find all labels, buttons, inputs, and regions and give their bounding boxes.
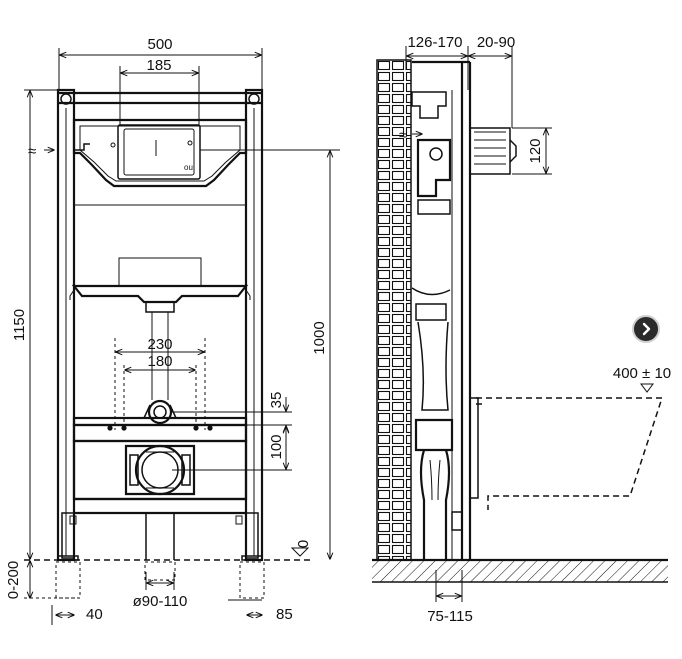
mounting-hole-left <box>60 93 72 105</box>
dim-foot-adjust: 0-200 <box>5 561 22 599</box>
dim-wall-depth: 126-170 <box>407 34 462 51</box>
mounting-hole-right <box>248 93 260 105</box>
dim-foot-offset: 40 <box>86 606 103 623</box>
water-connection <box>147 399 173 425</box>
dim-drain-setback: 75-115 <box>427 608 473 625</box>
front-view: 500 185 ou ≈ <box>5 36 340 625</box>
water-inlet-symbol: ≈ <box>28 143 36 160</box>
floor-level-marker <box>290 547 310 557</box>
dim-spacing-inner: 180 <box>147 353 172 370</box>
dim-bowl-height: 400 ± 10 <box>613 365 671 382</box>
dim-bolt-offset: 85 <box>276 606 293 623</box>
wall-hung-bowl <box>476 397 664 510</box>
chevron-right-icon <box>642 322 651 336</box>
svg-text:≈: ≈ <box>399 127 407 144</box>
actuation-housing <box>469 127 511 175</box>
dim-flush-plate-width: 185 <box>146 57 171 74</box>
flush-plate <box>117 124 201 180</box>
dim-plate-depth: 20-90 <box>477 34 515 51</box>
cistern-top <box>72 118 248 188</box>
side-view: 126-170 20-90 ≈ 120 <box>372 34 671 625</box>
dim-total-height: 1150 <box>11 309 28 341</box>
dim-frame-width: 500 <box>147 36 172 53</box>
dim-drain-diameter: ø90-110 <box>133 593 188 610</box>
dim-spacing-outer: 230 <box>147 336 172 353</box>
brick-wall <box>377 60 411 560</box>
dim-outlet-offset-1: 35 <box>268 392 285 409</box>
floor-section <box>372 560 668 582</box>
dim-outlet-offset-2: 100 <box>268 434 285 459</box>
svg-text:ou: ou <box>184 163 193 172</box>
dim-inlet-height: 120 <box>527 138 544 163</box>
dim-floor-level: 0 <box>295 540 312 548</box>
dim-actuation-height: 1000 <box>311 321 328 354</box>
next-button[interactable] <box>632 315 660 343</box>
